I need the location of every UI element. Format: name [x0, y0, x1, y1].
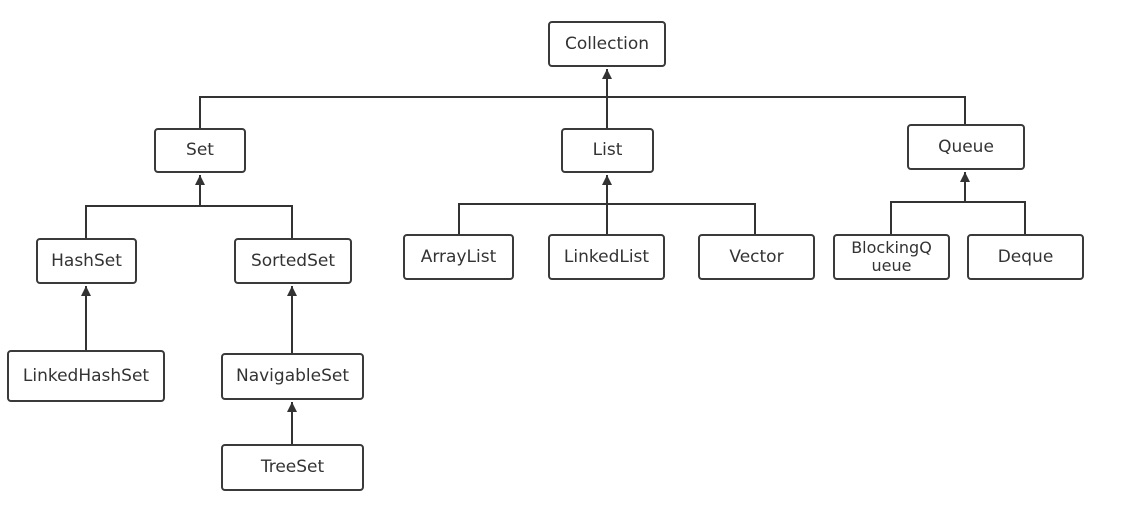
node-arraylist-label: ArrayList	[420, 246, 497, 267]
node-linkedlist-label: LinkedList	[563, 246, 650, 267]
node-linkedhashset-label: LinkedHashSet	[22, 365, 150, 386]
node-navigableset: NavigableSet	[221, 353, 364, 400]
node-collection: Collection	[548, 21, 666, 67]
node-arraylist: ArrayList	[403, 234, 514, 280]
node-set: Set	[154, 128, 246, 173]
edge-blockingqueue-to-queue	[890, 201, 965, 234]
node-sortedset: SortedSet	[234, 238, 352, 284]
node-queue-label: Queue	[938, 136, 994, 157]
node-set-label: Set	[186, 140, 214, 160]
node-deque-label: Deque	[997, 246, 1054, 267]
node-navigableset-label: NavigableSet	[235, 366, 349, 386]
edge-deque-to-queue	[960, 172, 1026, 234]
node-vector: Vector	[698, 234, 815, 280]
node-linkedhashset: LinkedHashSet	[7, 350, 165, 402]
node-treeset-label: TreeSet	[260, 457, 325, 477]
node-queue: Queue	[907, 124, 1025, 170]
edge-hashset-to-set	[85, 205, 200, 238]
node-collection-label: Collection	[564, 33, 650, 54]
node-list-label: List	[592, 140, 623, 160]
node-deque: Deque	[967, 234, 1084, 280]
node-treeset: TreeSet	[221, 444, 364, 491]
edge-queue-to-collection	[607, 96, 966, 124]
node-list: List	[561, 128, 654, 173]
edge-set-to-collection	[199, 96, 607, 128]
node-blockingqueue-label: BlockingQ ueue	[851, 238, 932, 275]
edge-arraylist-to-list	[458, 203, 607, 234]
node-sortedset-label: SortedSet	[250, 250, 335, 271]
node-hashset: HashSet	[36, 238, 137, 284]
node-hashset-label: HashSet	[51, 250, 122, 271]
node-vector-label: Vector	[729, 246, 784, 267]
edge-sortedset-to-set	[195, 175, 293, 238]
node-blockingqueue: BlockingQ ueue	[833, 234, 950, 280]
node-linkedlist: LinkedList	[548, 234, 665, 280]
edge-vector-to-list	[607, 203, 756, 234]
